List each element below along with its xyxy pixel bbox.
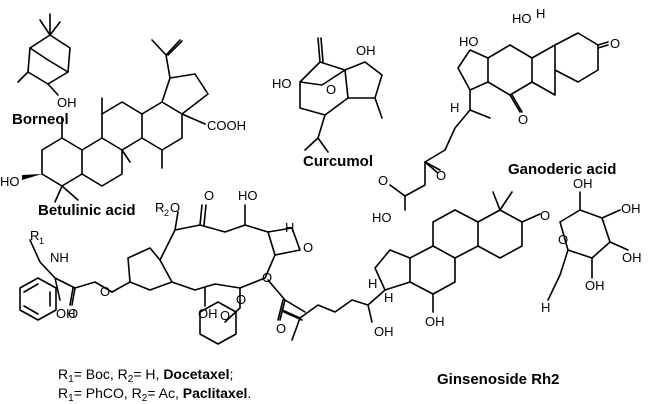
curcumol-oh-label: OH [356, 43, 376, 58]
ginsenoside-o2-label: O [558, 232, 568, 247]
legend-line-2: R1= PhCO, R2= Ac, Paclitaxel. [58, 385, 251, 404]
taxane-oh1-label: OH [56, 306, 76, 321]
ginsenoside-h1-label: H [368, 276, 377, 291]
ginsenoside-oh4-label: OH [621, 201, 641, 216]
ganoderic-ho1-label: HO [512, 11, 532, 26]
ginsenoside-h3-label: H [541, 300, 550, 315]
borneol-oh-label: OH [57, 95, 77, 110]
taxane-r2o-o-label: O [170, 200, 180, 215]
ganoderic-o2-label: O [518, 112, 528, 127]
legend-line-1: R1= Boc, R2= H, Docetaxel; [58, 366, 233, 385]
taxane-o5-label: O [276, 321, 286, 336]
taxane-nh-label: NH [50, 250, 69, 265]
curcumol-ho-label: HO [272, 76, 292, 91]
taxane-o2-label: O [68, 306, 78, 321]
curcumol-o-label: O [326, 82, 336, 97]
ganoderic-o4-label: O [378, 173, 388, 188]
taxane-o4-label: O [262, 270, 272, 285]
taxane-o3-label: O [100, 284, 110, 299]
taxane-o1-label: O [204, 188, 214, 203]
ganoderic-acid-structure: HO HO O O O O HO H H Ganoderic acid [372, 6, 620, 225]
betulinic-ho-label: HO [0, 174, 20, 189]
taxane-o7-label: O [220, 308, 230, 323]
ganoderic-o3-label: O [436, 168, 446, 183]
taxane-r1-sub: 1 [39, 236, 44, 246]
taxane-o6-label: O [236, 292, 246, 307]
ganoderic-h2-label: H [536, 6, 545, 21]
ginsenoside-o1-label: O [540, 208, 550, 223]
ginsenoside-oh1-label: OH [374, 324, 394, 339]
borneol-name: Borneol [12, 111, 69, 128]
ginsenoside-oh3-label: OH [573, 176, 593, 191]
curcumol-name: Curcumol [303, 153, 373, 170]
taxane-oh2-label: OH [198, 306, 218, 321]
borneol-structure: OH Borneol [12, 13, 77, 128]
taxane-oxetane-o-label: O [303, 240, 313, 255]
ginsenoside-oh5-label: OH [622, 250, 642, 265]
taxane-h1-label: H [285, 220, 294, 235]
ganoderic-ho3-label: HO [372, 210, 392, 225]
taxane-structure: R 2 O O HO H O R 1 NH O O OH O O OH O O [19, 188, 313, 345]
taxane-ho1-label: HO [238, 188, 258, 203]
betulinic-name: Betulinic acid [38, 202, 136, 219]
ginsenoside-oh6-label: OH [585, 278, 605, 293]
taxane-r2-sub: 2 [164, 208, 169, 218]
ganoderic-o1-label: O [610, 36, 620, 51]
ginsenoside-rh2-structure: H H OH OH O O OH OH OH OH H Ginsenoside … [281, 176, 642, 388]
ganoderic-ho2-label: HO [459, 34, 479, 49]
taxane-legend: R1= Boc, R2= H, Docetaxel; R1= PhCO, R2=… [58, 366, 251, 404]
taxane-r2-label: R [155, 200, 164, 215]
taxane-r1-label: R [30, 228, 39, 243]
ganoderic-h1-label: H [450, 100, 459, 115]
ginsenoside-oh2-label: OH [425, 314, 445, 329]
ginsenoside-name: Ginsenoside Rh2 [437, 371, 560, 388]
ganoderic-name: Ganoderic acid [508, 161, 616, 178]
curcumol-structure: HO OH O Curcumol [272, 37, 383, 170]
betulinic-acid-structure: COOH HO Betulinic acid [0, 39, 246, 219]
betulinic-cooh-label: COOH [207, 118, 246, 133]
ginsenoside-h2-label: H [384, 290, 393, 305]
